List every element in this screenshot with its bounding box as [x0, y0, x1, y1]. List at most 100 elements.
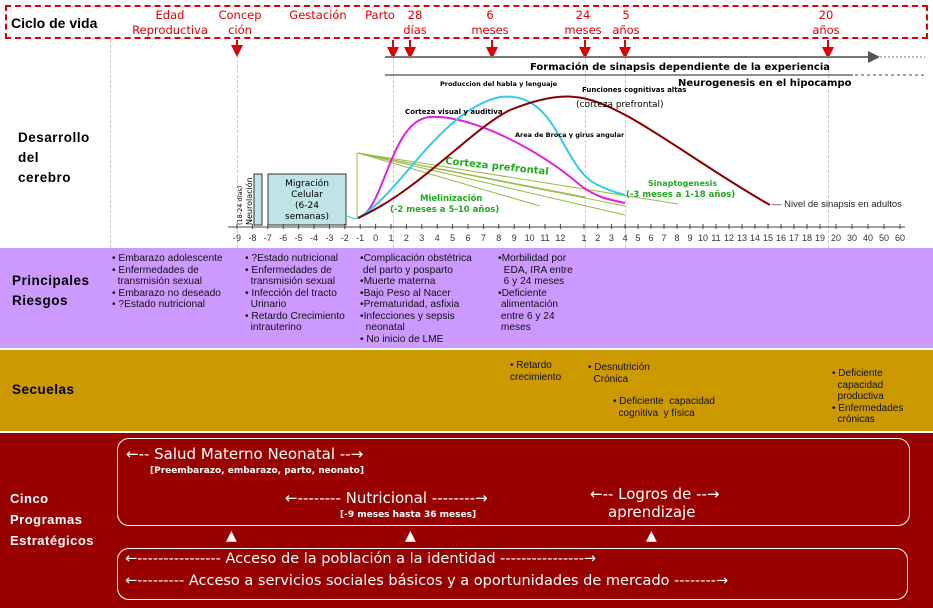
- cognitive-curve-label-2: (corteza prefrontal): [576, 100, 664, 110]
- synaptogenesis-range: (-3 meses a 1-18 años): [626, 190, 735, 200]
- axis-tick-label: -5: [295, 233, 303, 243]
- programs-label: Cinco Programas Estratégicos: [10, 488, 94, 551]
- risk-item: transmisión sexual: [245, 276, 336, 287]
- life-stage-text: 20: [818, 8, 834, 22]
- up-arrow-icon: ▲: [226, 528, 237, 544]
- synapse-formation-text: Formación de sinapsis dependiente de la …: [530, 61, 830, 73]
- axis-tick-label: 11: [711, 233, 720, 243]
- risk-item: alimentación: [498, 299, 559, 310]
- axis-tick-label: 1: [581, 233, 586, 243]
- nutrition-program: ←-------- Nutricional --------→: [285, 489, 488, 507]
- risk-item: •Bajo Peso al Nacer: [360, 287, 451, 299]
- axis-tick-label: -7: [264, 233, 272, 243]
- prefrontal-label: Corteza prefrontal: [445, 156, 549, 178]
- life-stage-text: Parto: [365, 8, 395, 22]
- axis-tick-label: 8: [674, 233, 679, 243]
- cognitive-curve: [357, 95, 771, 219]
- life-stage: Parto: [350, 8, 410, 23]
- axis-tick-label: 20: [831, 233, 841, 243]
- sequel-text: capacidad: [832, 379, 884, 391]
- life-stage: Gestación: [288, 8, 348, 23]
- risk-item: entre 6 y 24: [498, 310, 555, 322]
- language-curve-label: Produccion del habla y lenguaje: [440, 80, 558, 88]
- learning-program-2: aprendizaje: [608, 503, 696, 521]
- axis-tick-label: 9: [687, 233, 692, 243]
- axis-tick-label: 10: [698, 233, 708, 243]
- axis-tick-label: 18: [802, 233, 812, 243]
- risk-item: • Enfermedades de: [112, 264, 199, 276]
- divider: [393, 40, 394, 248]
- sequel-item: • Deficiente capacidad cognitiva y físic…: [613, 396, 715, 419]
- neurulation-days: (18-24 días): [236, 186, 244, 225]
- sequels-band: Secuelas: [0, 350, 933, 431]
- risk-item: • ?Estado nutricional: [112, 299, 206, 310]
- axis-tick-label: 7: [481, 233, 486, 243]
- life-stage-text: Gestación: [289, 8, 347, 22]
- label-line: cerebro: [18, 170, 72, 185]
- label-line: del: [18, 150, 40, 165]
- axis-tick-label: 12: [724, 233, 734, 243]
- axis-tick-label: 5: [450, 233, 455, 243]
- life-stage-text: 24: [575, 8, 591, 22]
- axis-tick-label: 6: [648, 233, 653, 243]
- risk-item: •Morbilidad por: [498, 253, 567, 264]
- axis-tick-label: 0: [373, 233, 378, 243]
- axis-tick-label: 4: [623, 233, 628, 243]
- axis-tick-label: -9: [233, 233, 241, 243]
- sequel-text: • Desnutrición: [588, 362, 650, 373]
- visual-auditory-curve: [357, 115, 626, 219]
- life-stage-text: 5: [622, 8, 630, 22]
- divider: [625, 40, 626, 248]
- sequel-text: • Deficiente: [832, 368, 883, 379]
- services-program: ←--------- Acceso a servicios sociales b…: [125, 573, 729, 589]
- life-stage-text: 28: [407, 8, 423, 22]
- risk-item: transmisión sexual: [112, 276, 203, 287]
- risk-column: •Complicación obstétrica del parto y pos…: [360, 253, 472, 345]
- risk-item: •Infecciones y sepsis: [360, 310, 455, 322]
- axis-tick-label: 8: [496, 233, 501, 243]
- sequel-text: productiva: [832, 391, 884, 402]
- label-line: Riesgos: [12, 293, 69, 308]
- axis-tick-label: 6: [465, 233, 470, 243]
- axis-tick-label: 14: [750, 233, 760, 243]
- life-stage-text: años: [812, 23, 840, 37]
- risk-item: Urinario: [245, 299, 287, 310]
- life-stage-text: ción: [228, 23, 252, 37]
- synaptogenesis-label: Sinaptogenesis: [648, 179, 717, 188]
- axis-tick-label: 4: [435, 233, 440, 243]
- axis-tick-label: 15: [763, 233, 773, 243]
- axis-tick-label: 12: [555, 233, 565, 243]
- maternal-program-sub: [Preembarazo, embarazo, parto, neonato]: [150, 466, 364, 476]
- axis-tick-label: 30: [847, 233, 857, 243]
- axis-tick-label: 60: [895, 233, 905, 243]
- label-line: Principales: [12, 273, 90, 288]
- maternal-program: ←-- Salud Materno Neonatal --→: [126, 445, 364, 463]
- sequel-item: • Deficiente capacidad productiva• Enfer…: [832, 368, 903, 426]
- divider: [110, 40, 111, 248]
- life-stage-text: Concep: [218, 8, 262, 22]
- risk-item: • Embarazo adolescente: [112, 253, 223, 264]
- migration-text: Migración: [285, 178, 329, 189]
- divider: [585, 40, 586, 248]
- neurulation-box: [253, 173, 263, 226]
- risk-column: •Morbilidad por EDA, IRA entre 6 y 24 me…: [498, 253, 573, 334]
- risk-item: • Enfermedades de: [245, 264, 332, 276]
- risks-band: Principales Riesgos: [0, 248, 933, 348]
- axis-tick-label: 2: [404, 233, 409, 243]
- axis-tick-label: -1: [356, 233, 364, 243]
- axis-tick-label: 7: [661, 233, 666, 243]
- life-stage-text: días: [403, 23, 427, 37]
- migration-text: semanas): [285, 212, 329, 222]
- cognitive-curve-label: Funciones cognitivas altas: [582, 86, 686, 94]
- risk-item: • ?Estado nutricional: [245, 253, 339, 264]
- migration-text: Celular: [291, 190, 323, 200]
- programs-band: Cinco Programas Estratégicos ←-- Salud M…: [0, 433, 933, 608]
- axis-tick-label: 17: [789, 233, 799, 243]
- myelination-label: Mielinización: [420, 193, 482, 204]
